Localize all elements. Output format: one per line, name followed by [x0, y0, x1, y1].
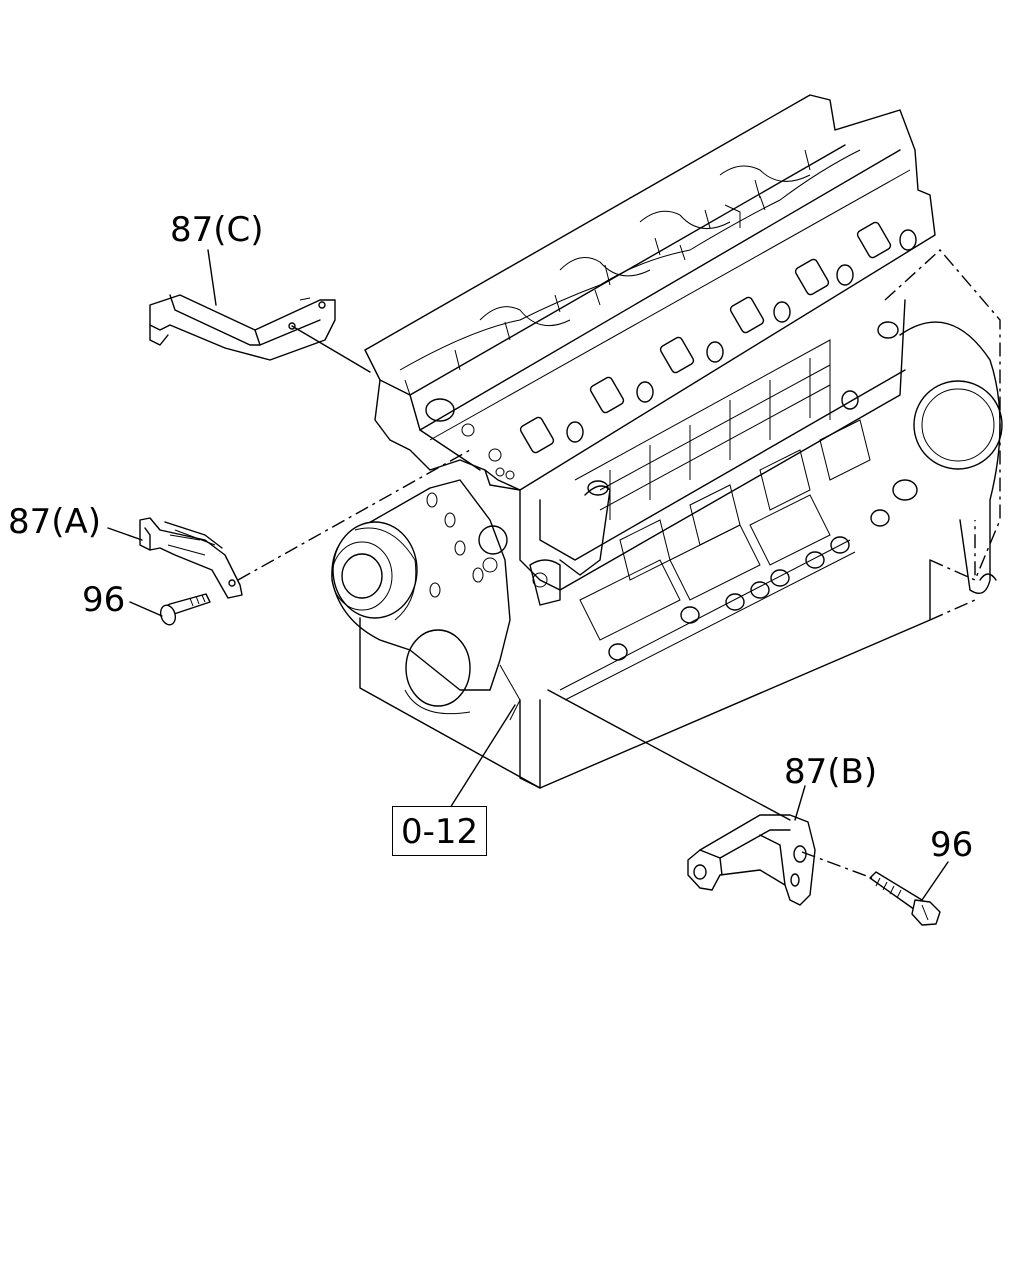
bracket-c — [149, 294, 336, 361]
bracket-b — [687, 814, 816, 906]
callout-96b: 96 — [930, 825, 974, 865]
callout-96a: 96 — [82, 580, 126, 620]
callout-87c: 87(C) — [170, 210, 264, 250]
callout-87b: 87(B) — [784, 752, 878, 792]
reference-box-0-12[interactable]: 0-12 — [392, 806, 488, 856]
leader-lines — [107, 249, 949, 901]
bolt-b — [869, 871, 941, 926]
bracket-a — [139, 517, 243, 599]
bolt-a — [159, 593, 211, 626]
engine-block — [331, 94, 1003, 789]
reference-label: 0-12 — [401, 812, 479, 852]
callout-87a: 87(A) — [8, 502, 102, 542]
